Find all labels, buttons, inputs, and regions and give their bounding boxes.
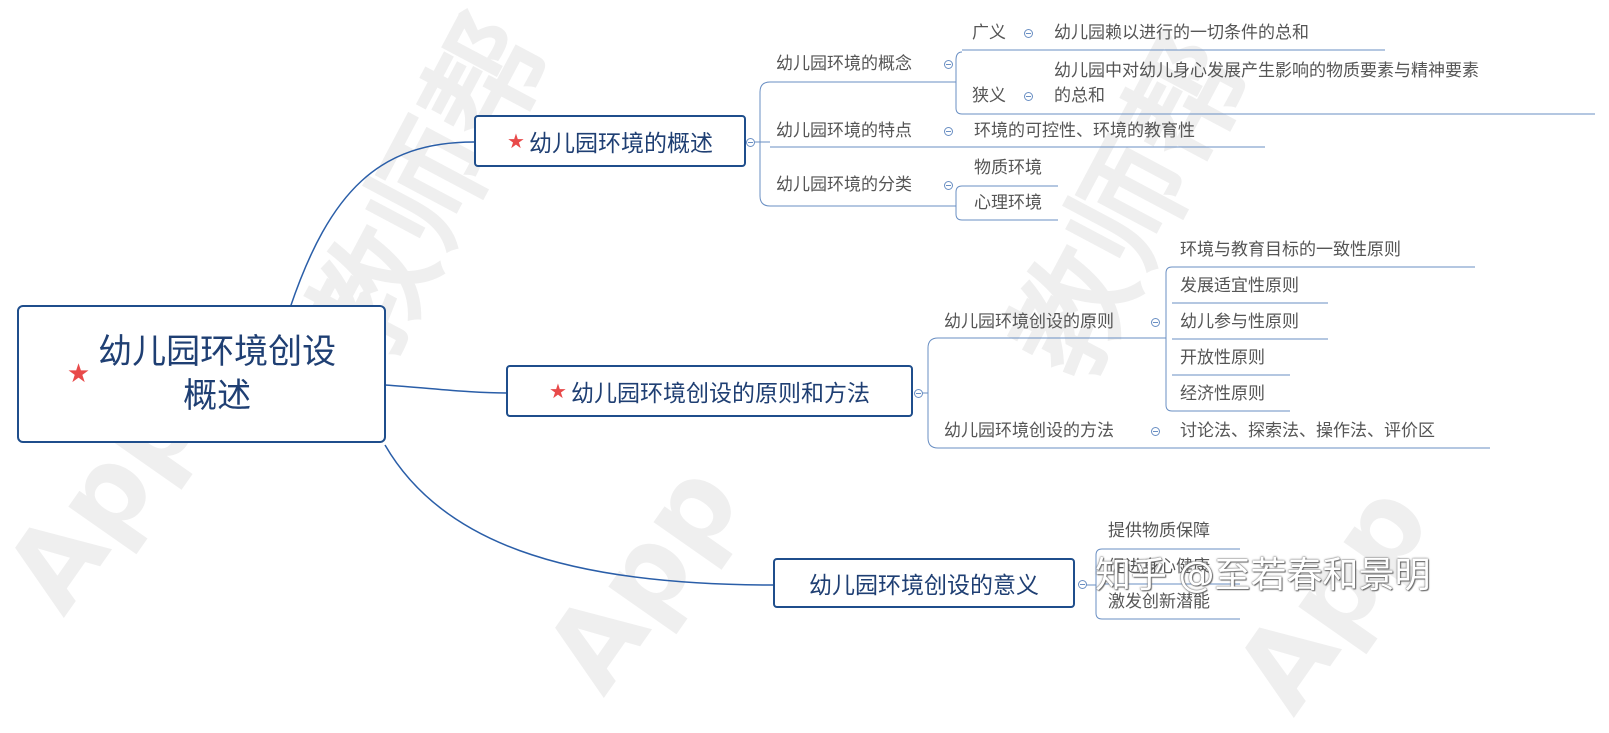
collapse-toggle-icon[interactable] <box>1078 580 1087 589</box>
list-item[interactable]: 环境与教育目标的一致性原则 <box>1180 240 1401 260</box>
root-topic-line2: 概述 <box>183 376 252 416</box>
subtopic-concept[interactable]: 幼儿园环境的概念 <box>776 54 912 74</box>
subtopic-features-value[interactable]: 环境的可控性、环境的教育性 <box>974 121 1195 141</box>
topic-principles-methods-label: 幼儿园环境创设的原则和方法 <box>570 381 870 407</box>
list-item[interactable]: 经济性原则 <box>1180 384 1265 404</box>
subtopic-classification[interactable]: 幼儿园环境的分类 <box>776 175 912 195</box>
author-credit: 知乎 @至若春和景明 <box>1095 555 1431 596</box>
collapse-toggle-icon[interactable] <box>1024 92 1033 101</box>
list-item[interactable]: 心理环境 <box>974 193 1042 213</box>
subtopic-broad[interactable]: 广义 <box>972 23 1006 43</box>
subtopic-narrow-definition-cont: 的总和 <box>1054 86 1105 106</box>
list-item[interactable]: 发展适宜性原则 <box>1180 276 1299 296</box>
collapse-toggle-icon[interactable] <box>1151 427 1160 436</box>
collapse-toggle-icon[interactable] <box>914 389 923 398</box>
subtopic-narrow-definition[interactable]: 幼儿园中对幼儿身心发展产生影响的物质要素与精神要素 <box>1054 61 1479 81</box>
topic-significance-label: 幼儿园环境创设的意义 <box>809 573 1039 599</box>
mindmap-connectors <box>289 49 1595 620</box>
collapse-toggle-icon[interactable] <box>944 127 953 136</box>
root-topic[interactable]: ★ 幼儿园环境创设 概述 <box>17 305 386 443</box>
subtopic-features[interactable]: 幼儿园环境的特点 <box>776 121 912 141</box>
topic-significance[interactable]: 幼儿园环境创设的意义 <box>773 558 1075 608</box>
subtopic-methods[interactable]: 幼儿园环境创设的方法 <box>944 421 1114 441</box>
collapse-toggle-icon[interactable] <box>944 60 953 69</box>
star-icon: ★ <box>549 379 567 403</box>
subtopic-narrow[interactable]: 狭义 <box>972 86 1006 106</box>
subtopic-methods-value[interactable]: 讨论法、探索法、操作法、评价区 <box>1180 421 1435 441</box>
list-item[interactable]: 激发创新潜能 <box>1108 592 1210 612</box>
topic-overview[interactable]: ★ 幼儿园环境的概述 <box>474 115 746 167</box>
collapse-toggle-icon[interactable] <box>1151 318 1160 327</box>
list-item[interactable]: 提供物质保障 <box>1108 521 1210 541</box>
subtopic-principles[interactable]: 幼儿园环境创设的原则 <box>944 312 1114 332</box>
collapse-toggle-icon[interactable] <box>1024 29 1033 38</box>
collapse-toggle-icon[interactable] <box>746 138 755 147</box>
list-item[interactable]: 幼儿参与性原则 <box>1180 312 1299 332</box>
list-item[interactable]: 开放性原则 <box>1180 348 1265 368</box>
subtopic-broad-definition[interactable]: 幼儿园赖以进行的一切条件的总和 <box>1054 23 1309 43</box>
topic-overview-label: 幼儿园环境的概述 <box>528 131 713 157</box>
root-topic-line1: 幼儿园环境创设 <box>98 332 337 372</box>
list-item[interactable]: 促进身心健康 <box>1108 557 1210 577</box>
list-item[interactable]: 物质环境 <box>974 158 1042 178</box>
star-icon: ★ <box>66 359 91 389</box>
star-icon: ★ <box>507 129 525 153</box>
collapse-toggle-icon[interactable] <box>944 181 953 190</box>
topic-principles-methods[interactable]: ★ 幼儿园环境创设的原则和方法 <box>506 365 913 417</box>
